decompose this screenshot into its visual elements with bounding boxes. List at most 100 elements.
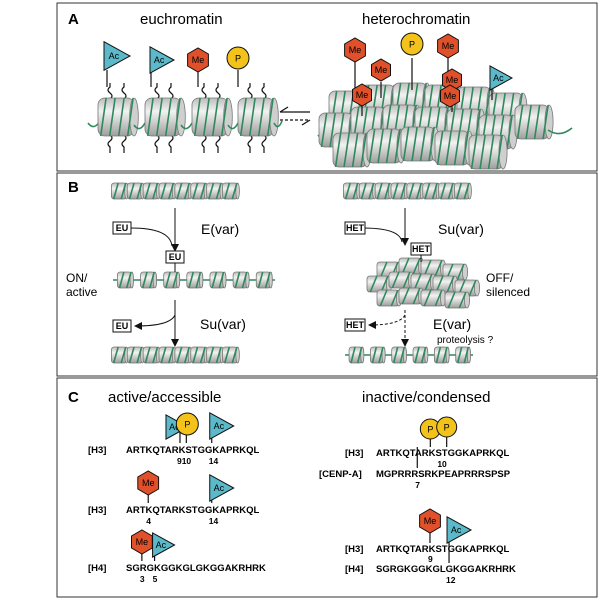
linker-dna (227, 122, 239, 130)
svg-text:Me: Me (142, 478, 155, 488)
het-top-nucleosome (422, 182, 441, 200)
residue-number: 10 (437, 459, 447, 469)
silenced-nucleosome (444, 291, 471, 309)
euchromatin-nucleosome (237, 97, 279, 137)
histone-tail (201, 83, 207, 100)
euchromatin-nucleosome (144, 97, 186, 137)
histone-tail (247, 83, 253, 100)
residue-number: 5 (153, 574, 158, 584)
het-bottom-nucleosome (391, 346, 407, 364)
svg-text:P: P (235, 54, 241, 64)
het-release-curve (368, 314, 406, 329)
euchromatin-nucleosome (191, 97, 233, 137)
residue-number: 9 (428, 554, 433, 564)
silenced-nucleosome (420, 289, 447, 307)
histone-tail (201, 134, 207, 153)
residue-number: 910 (177, 456, 191, 466)
eu-recruit-curve (130, 227, 173, 247)
svg-text:Ac: Ac (169, 422, 180, 432)
histone-tail (261, 83, 267, 100)
eu-top-nucleosome (174, 182, 193, 200)
het-box-top (344, 221, 366, 235)
h4k5-acetyl-mark: Ac (152, 532, 176, 558)
histone-sequence: ARTKQTARKSTGGKAPRKQL (126, 505, 260, 516)
euchromatin-methyl-mark: Me (187, 47, 209, 73)
het-bottom-nucleosome (369, 346, 386, 364)
h3k9-methyl-mark: Me (419, 508, 441, 534)
svg-text:Me: Me (424, 516, 437, 526)
residue-number: 14 (209, 516, 219, 526)
h3k14-acetyl-mark: Ac (209, 473, 235, 503)
heterochromatin-methyl-mark: Me (440, 84, 460, 108)
heterochromatin-phospho-mark: P (400, 32, 424, 56)
euchromatin-acetyl-mark: Ac (149, 45, 176, 75)
heterochromatin-methyl-mark: Me (344, 37, 366, 63)
heterochromatin-heading: heterochromatin (362, 11, 470, 28)
svg-text:Ac: Ac (451, 525, 462, 535)
eu-box-middle-label: EU (169, 252, 182, 262)
eu-top-nucleosome (110, 182, 129, 200)
histone-sequence: SGRGKGGKGLGKGGAKRHRK (126, 563, 266, 574)
eu-box-top-label: EU (116, 223, 129, 233)
histone-sequence: SGRGKGGKGLGKGGAKRHRK (376, 564, 516, 575)
eu-bottom-nucleosome (142, 346, 161, 364)
svg-text:P: P (184, 420, 190, 430)
heterochromatin-nucleosome (400, 126, 440, 162)
eu-top-nucleosome (206, 182, 224, 200)
eu-box-bottom (112, 319, 132, 333)
active-sequence-list: [H3]ARTKQTARKSTGGKAPRKQL[H3]ARTKQTARKSTG… (88, 411, 266, 584)
linker-dna (180, 122, 193, 130)
histone-tag: [H3] (345, 544, 363, 555)
panel-c-frame (56, 377, 598, 598)
panel-b-letter: B (68, 179, 79, 196)
eu-bottom-nucleosome (174, 346, 193, 364)
histone-tail (154, 83, 160, 100)
histone-tail (261, 134, 267, 153)
heterochromatin-nucleosome (514, 104, 554, 140)
enhancer-of-variegation-right: E(var) (433, 316, 471, 332)
heterochromatin-acetyl-mark: Ac (489, 65, 514, 91)
eu-bottom-nucleosome (222, 346, 240, 364)
histone-tag: [H4] (88, 563, 106, 574)
histone-sequence: MGPRRRSRKPEAPRRRSPSP (376, 469, 511, 480)
eu-box-top (112, 221, 132, 235)
svg-text:Me: Me (446, 75, 459, 85)
het-box-middle-label: HET (412, 244, 431, 254)
eu-top-nucleosome (222, 182, 240, 200)
histone-tail (121, 134, 127, 153)
het-top-nucleosome (358, 182, 377, 200)
het-box-bottom-label: HET (346, 320, 365, 330)
euchromatin-nucleosome-array: Ac Ac Me P (87, 40, 283, 153)
het-bottom-nucleosome (348, 346, 365, 364)
heterochromatin-nucleosome (434, 130, 474, 166)
heterochromatin-methyl-mark: Me (371, 58, 391, 82)
svg-text:Ac: Ac (214, 421, 225, 431)
svg-text:Ac: Ac (493, 73, 504, 83)
het-top-nucleosome (374, 182, 393, 200)
linker-dna (273, 120, 283, 128)
histone-tail (121, 83, 127, 100)
svg-text:Me: Me (444, 91, 457, 101)
svg-text:Ac: Ac (109, 51, 120, 61)
svg-text:Me: Me (136, 537, 149, 547)
eu-bottom-nucleosome (190, 346, 209, 364)
silenced-nucleosome (376, 289, 403, 307)
histone-sequence: ARTKQTARKSTGGKAPRKQL (376, 544, 510, 555)
euchromatin-heading: euchromatin (140, 11, 223, 28)
h3k4-methyl-mark: Me (137, 470, 160, 496)
histone-tail (215, 134, 221, 153)
svg-text:Ac: Ac (156, 540, 167, 550)
suppressor-of-variegation-right: Su(var) (438, 221, 484, 237)
eu-top-nucleosome (158, 182, 177, 200)
svg-text:Me: Me (442, 41, 455, 51)
het-top-nucleosome (438, 182, 456, 200)
eu-open-nucleosome (116, 271, 134, 289)
svg-text:P: P (427, 425, 433, 435)
histone-tag: [H3] (345, 448, 363, 459)
histone-tail (154, 134, 160, 153)
inactive-condensed-heading: inactive/condensed (362, 389, 490, 406)
linker-dna (547, 127, 573, 135)
inactive-sequence-list: [H3]ARTKQTARKSTGGKAPRKQL[CENP-A]MGPRRRSR… (319, 416, 516, 585)
silenced-state-label: silenced (486, 285, 530, 299)
svg-text:P: P (444, 423, 450, 433)
